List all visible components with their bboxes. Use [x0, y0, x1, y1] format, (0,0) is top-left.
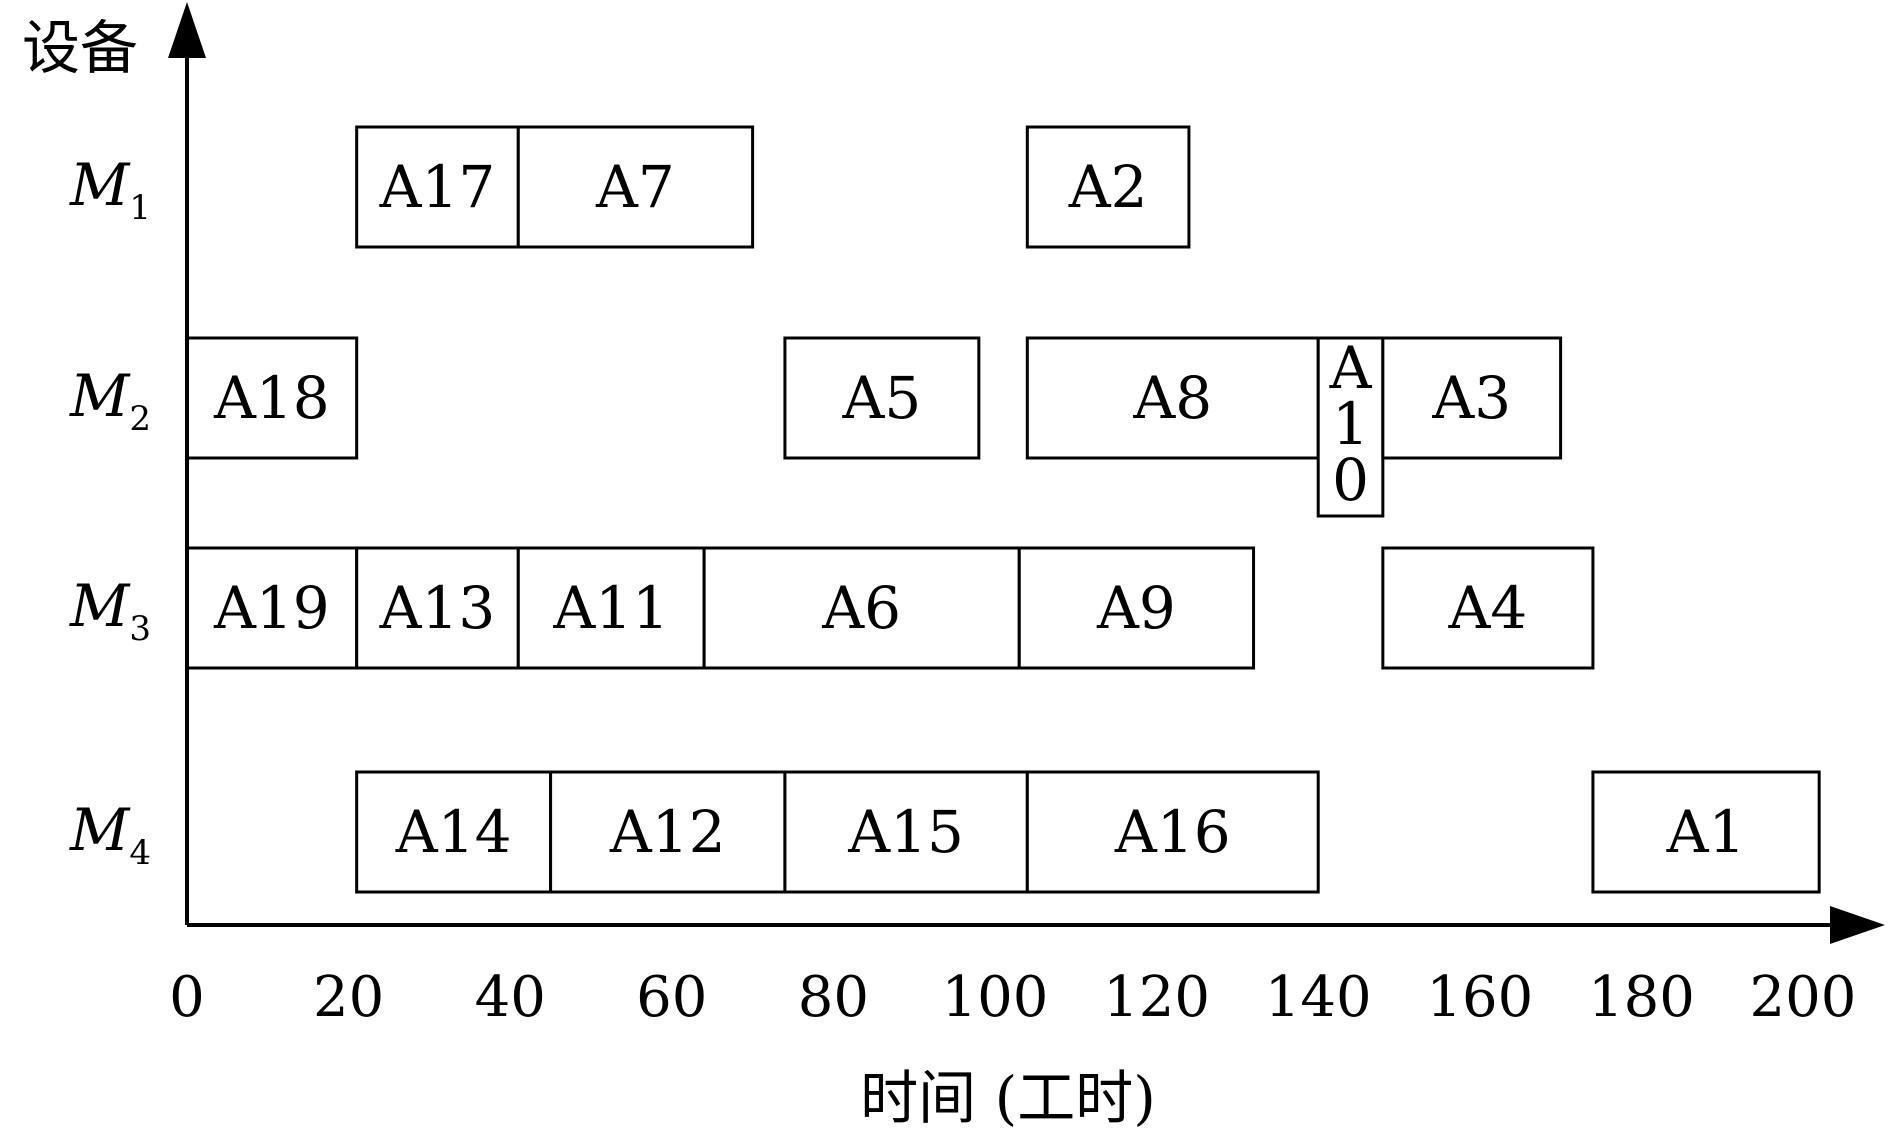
row-label-m4: M4	[69, 796, 151, 873]
task-label-a4: A4	[1447, 574, 1527, 642]
task-bar-a18	[185, 336, 359, 460]
task-bar-a1	[1591, 770, 1821, 894]
x-tick-label-140: 140	[1265, 965, 1372, 1030]
task-label-a1: A1	[1666, 798, 1746, 866]
task-label-a14: A14	[395, 798, 512, 866]
task-bar-a12	[549, 770, 787, 894]
x-tick-label-80: 80	[798, 965, 869, 1030]
x-tick-label-20: 20	[313, 965, 384, 1030]
task-label-a16: A16	[1114, 798, 1231, 866]
task-bar-a2	[1025, 125, 1191, 249]
x-tick-label-100: 100	[942, 965, 1049, 1030]
task-label-a12: A12	[609, 798, 726, 866]
task-label-a7: A7	[595, 153, 675, 221]
task-bar-a4	[1381, 546, 1595, 670]
row-label-m2: M2	[69, 362, 151, 439]
x-tick-label-160: 160	[1426, 965, 1533, 1030]
task-bar-a6	[702, 546, 1021, 670]
task-bar-a16	[1025, 770, 1320, 894]
task-label-a17: A17	[379, 153, 496, 221]
task-label-a8: A8	[1132, 364, 1212, 432]
y-axis-title: 设备	[22, 14, 138, 82]
task-label-a11: A11	[552, 574, 669, 642]
row-label-m1: M1	[69, 151, 151, 228]
task-label-a3: A3	[1431, 364, 1511, 432]
task-label-a9: A9	[1096, 574, 1176, 642]
x-tick-label-60: 60	[636, 965, 707, 1030]
task-bar-a10	[1316, 336, 1385, 518]
task-label-a15: A15	[847, 798, 964, 866]
task-bar-a8	[1025, 336, 1320, 460]
task-bar-a17	[355, 125, 520, 249]
x-tick-label-0: 0	[169, 965, 205, 1030]
y-axis-arrow	[168, 2, 206, 58]
task-label-a13: A13	[379, 574, 496, 642]
x-tick-label-120: 120	[1103, 965, 1210, 1030]
axes	[168, 2, 1885, 944]
x-axis-title: 时间 (工时)	[860, 1064, 1156, 1132]
task-label-a18: A18	[213, 364, 330, 432]
task-bar-a13	[355, 546, 520, 670]
task-label-a6: A6	[821, 574, 901, 642]
x-tick-label-40: 40	[475, 965, 546, 1030]
task-bar-a3	[1381, 336, 1563, 460]
task-label-a5: A5	[841, 364, 921, 432]
row-label-m3: M3	[69, 572, 151, 649]
task-label-a2: A2	[1068, 153, 1148, 221]
task-label-a19: A19	[213, 574, 330, 642]
task-bar-a9	[1017, 546, 1256, 670]
task-bar-a5	[783, 336, 981, 460]
x-tick-label-200: 200	[1750, 965, 1857, 1030]
task-bar-a7	[516, 125, 755, 249]
task-bar-a15	[783, 770, 1029, 894]
x-tick-label-180: 180	[1588, 965, 1695, 1030]
x-tick-labels: 0 20 40 60 80 100 120 140 160 180 200	[169, 965, 1856, 1030]
x-axis-arrow	[1830, 906, 1885, 944]
